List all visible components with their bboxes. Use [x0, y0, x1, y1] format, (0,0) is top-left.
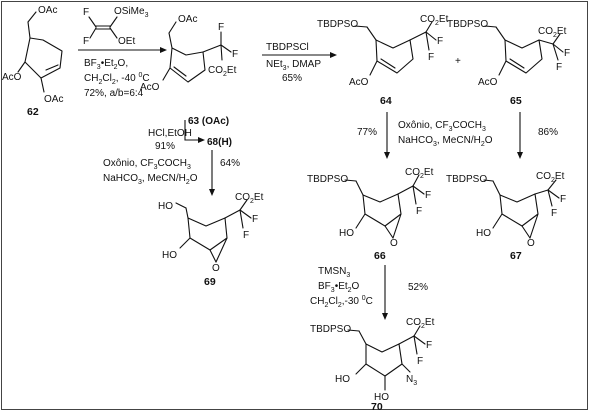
c70-f-1: F: [426, 340, 432, 351]
c62-oac-top: OAc: [38, 5, 57, 16]
c70-tbdpso: TBDPSO: [310, 324, 351, 335]
ketene-osime3: OSiMe3: [114, 6, 149, 19]
c64-aco: AcO: [349, 77, 369, 88]
step-68-69-line1: Oxônio, CF3COCH3: [103, 158, 191, 171]
c64-f-2: F: [428, 52, 434, 63]
c69-f-1: F: [252, 214, 258, 225]
c64-co2et: CO2Et: [420, 14, 449, 27]
c65-f-2: F: [556, 62, 562, 73]
step1-conditions: BF3•Et2O, CH2Cl2, -40 0C 72%, a/b=6:4: [84, 58, 150, 99]
c63-oac-top: OAc: [178, 14, 197, 25]
step-66-to-70: TMSN3 BF3•Et2O CH2Cl2,-30 0C 52%: [310, 265, 428, 320]
c64-f-1: F: [437, 36, 443, 47]
c63-f-1: F: [218, 22, 224, 33]
c67-f-1: F: [560, 194, 566, 205]
c63-f-2: F: [232, 49, 238, 60]
c65-f-1: F: [564, 48, 570, 59]
compound-number-70: 70: [371, 401, 383, 411]
step-66-70-line3: CH2Cl2,-30 0C: [310, 295, 373, 309]
step1-line3: 72%, a/b=6:4: [84, 88, 144, 99]
c63-aco-left: AcO: [140, 82, 160, 93]
compound-number-67: 67: [510, 250, 522, 262]
step-68-69-yield: 64%: [220, 158, 240, 169]
c70-n3: N3: [406, 374, 417, 387]
step-63-to-68: 63 (OAc) 68(H) HCl,EtOH 91%: [148, 116, 232, 152]
step2-line3: 65%: [282, 73, 302, 84]
compound-number-62: 62: [27, 106, 39, 118]
step-66-70-yield: 52%: [408, 282, 428, 293]
c64-tbdpso: TBDPSO: [317, 19, 358, 30]
compound-number-65: 65: [510, 95, 522, 107]
ketene-f-2: F: [83, 36, 89, 47]
step-64-66-line1: Oxônio, CF3COCH3: [398, 120, 486, 133]
label-63-oac: 63 (OAc): [188, 116, 229, 127]
compound-70: TBDPSO CO2Et F F HO HO N3 70: [310, 317, 435, 411]
compound-number-64: 64: [380, 95, 392, 107]
step2-line2: NEt3, DMAP: [266, 59, 321, 72]
c69-ho-left: HO: [162, 250, 177, 261]
step-64-66-line2: NaHCO3, MeCN/H2O: [398, 135, 493, 148]
step-66-70-line2: BF3•Et2O: [318, 281, 360, 294]
step-64-66-yield: 77%: [357, 127, 377, 138]
step1-arrow: [78, 47, 167, 53]
c66-f-1: F: [425, 190, 431, 201]
c67-o-epoxide: O: [527, 238, 535, 249]
c65-aco: AcO: [478, 77, 498, 88]
c70-co2et: CO2Et: [406, 317, 435, 330]
step-66-70-line1: TMSN3: [318, 266, 350, 279]
c69-co2et: CO2Et: [235, 192, 264, 205]
compound-67: TBDPSO CO2Et F F HO O 67: [446, 171, 566, 262]
compound-66: TBDPSO CO2Et F F HO O 66: [307, 167, 434, 262]
c62-oac-bottom: OAc: [44, 94, 63, 105]
c67-ho: HO: [476, 228, 491, 239]
c66-tbdpso: TBDPSO: [307, 174, 348, 185]
step-65-67-yield: 86%: [538, 127, 558, 138]
ketene-f-1: F: [83, 7, 89, 18]
c66-ho: HO: [339, 228, 354, 239]
c67-co2et: CO2Et: [536, 171, 565, 184]
step2-arrow: [262, 52, 337, 58]
c70-f-2: F: [417, 356, 423, 367]
c66-o-epoxide: O: [390, 238, 398, 249]
c65-co2et: CO2Et: [538, 26, 567, 39]
label-68-h: 68(H): [207, 137, 232, 148]
c65-tbdpso: TBDPSO: [447, 19, 488, 30]
c63-co2et: CO2Et: [208, 65, 237, 78]
c66-f-2: F: [416, 206, 422, 217]
step-63-68-reagent: HCl,EtOH: [148, 128, 192, 139]
c66-co2et: CO2Et: [405, 167, 434, 180]
compound-65: TBDPSO CO2Et F F AcO 65: [447, 19, 570, 107]
compound-69: HO HO CO2Et F F O 69: [158, 192, 264, 288]
c69-f-2: F: [243, 230, 249, 241]
step-65-to-67: 86%: [517, 112, 558, 159]
c62-aco-left: AcO: [2, 72, 22, 83]
compound-62: OAc AcO OAc 62: [2, 5, 63, 118]
compound-63: OAc AcO F F CO2Et: [140, 14, 238, 93]
compound-number-69: 69: [204, 276, 216, 288]
c67-f-2: F: [551, 208, 557, 219]
c70-ho-left: HO: [335, 374, 350, 385]
step-68-to-69: Oxônio, CF3COCH3 NaHCO3, MeCN/H2O 64%: [103, 150, 240, 196]
step-63-68-yield: 91%: [155, 141, 175, 152]
c69-o-epoxide: O: [212, 263, 220, 274]
step-64-to-66: 77% Oxônio, CF3COCH3 NaHCO3, MeCN/H2O: [357, 112, 493, 159]
c69-ho-top: HO: [158, 201, 173, 212]
compound-number-66: 66: [374, 250, 386, 262]
c67-tbdpso: TBDPSO: [446, 174, 487, 185]
ketene-oet: OEt: [118, 36, 135, 47]
plus-sign: +: [455, 56, 461, 67]
c70-ho-bottom: HO: [374, 392, 389, 403]
difluoroketene-acetal: F F OSiMe3 OEt: [83, 6, 149, 47]
step-68-69-line2: NaHCO3, MeCN/H2O: [103, 173, 198, 186]
step2-line1: TBDPSCl: [266, 42, 309, 53]
step1-line1: BF3•Et2O,: [84, 58, 128, 71]
compound-64: TBDPSO CO2Et F F AcO 64: [317, 14, 449, 107]
step1-line2: CH2Cl2, -40 0C: [84, 72, 150, 86]
step2-conditions: TBDPSCl NEt3, DMAP 65%: [266, 42, 321, 84]
